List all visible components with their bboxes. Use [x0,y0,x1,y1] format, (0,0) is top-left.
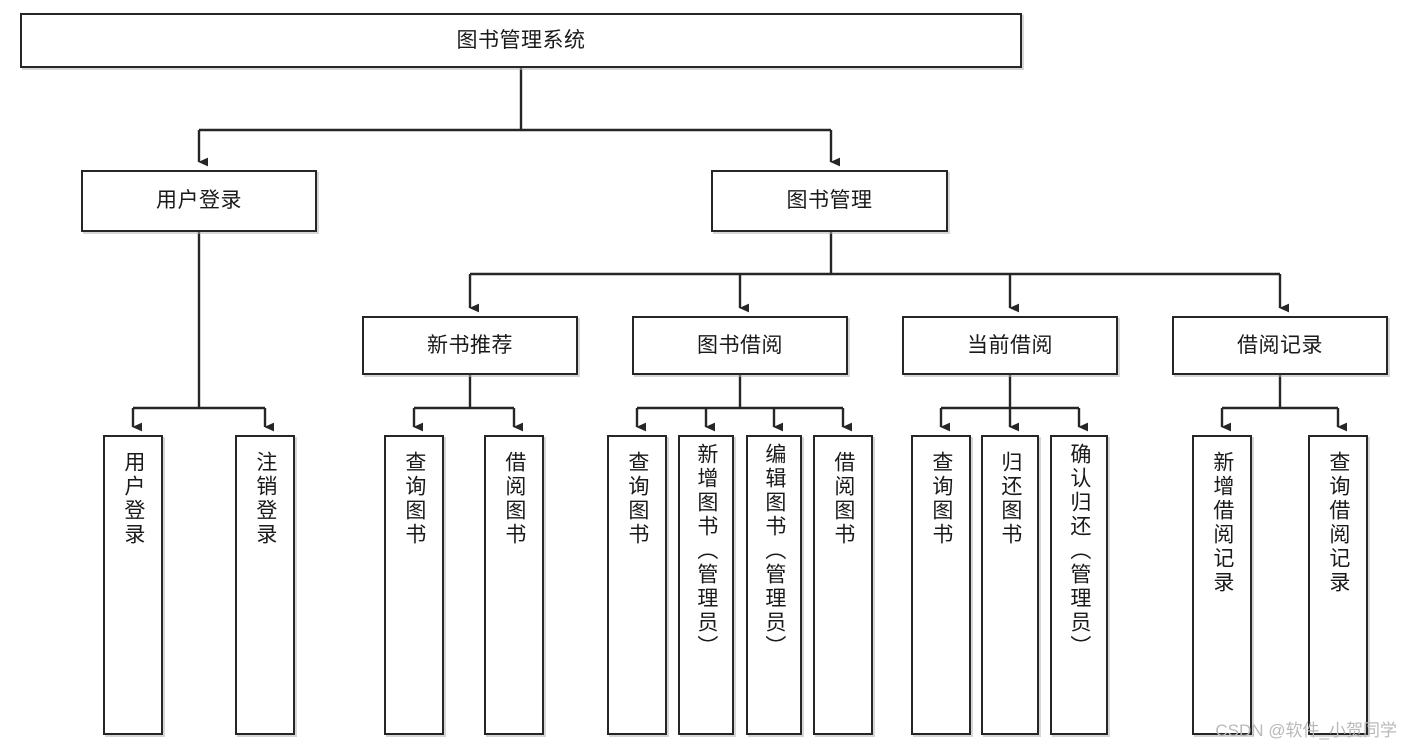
leaf-current-borrow-1[interactable]: 归还图书 [981,435,1039,735]
node-label: 查询借阅记录 [1326,451,1350,595]
leaf-current-borrow-0[interactable]: 查询图书 [911,435,971,735]
node-borrow-record[interactable]: 借阅记录 [1172,316,1388,375]
leaf-borrow-record-0[interactable]: 新增借阅记录 [1192,435,1252,735]
node-book-borrow[interactable]: 图书借阅 [632,316,848,375]
node-label: 图书管理系统 [456,28,586,52]
node-label: 查询图书 [402,451,426,547]
node-label: 当前借阅 [967,333,1053,357]
node-root-book-management-system[interactable]: 图书管理系统 [20,13,1022,68]
node-label: 归还图书 [998,451,1022,547]
node-label: 查询图书 [929,451,953,547]
node-label: 图书借阅 [697,333,783,357]
leaf-new-book-0[interactable]: 查询图书 [384,435,444,735]
node-label: 借阅图书 [831,451,855,547]
node-new-book-recommend[interactable]: 新书推荐 [362,316,578,375]
node-label: 用户登录 [121,451,145,547]
leaf-book-borrow-2[interactable]: 编辑图书（管理员） [746,435,802,735]
node-label: 查询图书 [625,451,649,547]
node-current-borrow[interactable]: 当前借阅 [902,316,1118,375]
node-label: 注销登录 [253,451,277,547]
node-label: 借阅图书 [502,451,526,547]
node-label: 新增借阅记录 [1210,451,1234,595]
leaf-book-borrow-3[interactable]: 借阅图书 [813,435,873,735]
leaf-book-borrow-1[interactable]: 新增图书（管理员） [678,435,734,735]
leaf-book-borrow-0[interactable]: 查询图书 [607,435,667,735]
node-label: 确认归还（管理员） [1067,443,1091,659]
csdn-watermark: CSDN @软件_小贺同学 [1215,721,1397,740]
node-label: 用户登录 [156,189,242,213]
leaf-current-borrow-2[interactable]: 确认归还（管理员） [1050,435,1108,735]
node-label: 新增图书（管理员） [694,443,718,659]
leaf-user-login-1[interactable]: 注销登录 [235,435,295,735]
node-label: 借阅记录 [1237,333,1323,357]
node-label: 新书推荐 [427,333,513,357]
node-label: 编辑图书（管理员） [762,443,786,659]
node-label: 图书管理 [786,189,873,213]
node-book-management[interactable]: 图书管理 [711,170,948,232]
leaf-borrow-record-1[interactable]: 查询借阅记录 [1308,435,1368,735]
leaf-user-login-0[interactable]: 用户登录 [103,435,163,735]
leaf-new-book-1[interactable]: 借阅图书 [484,435,544,735]
node-user-login[interactable]: 用户登录 [81,170,317,232]
